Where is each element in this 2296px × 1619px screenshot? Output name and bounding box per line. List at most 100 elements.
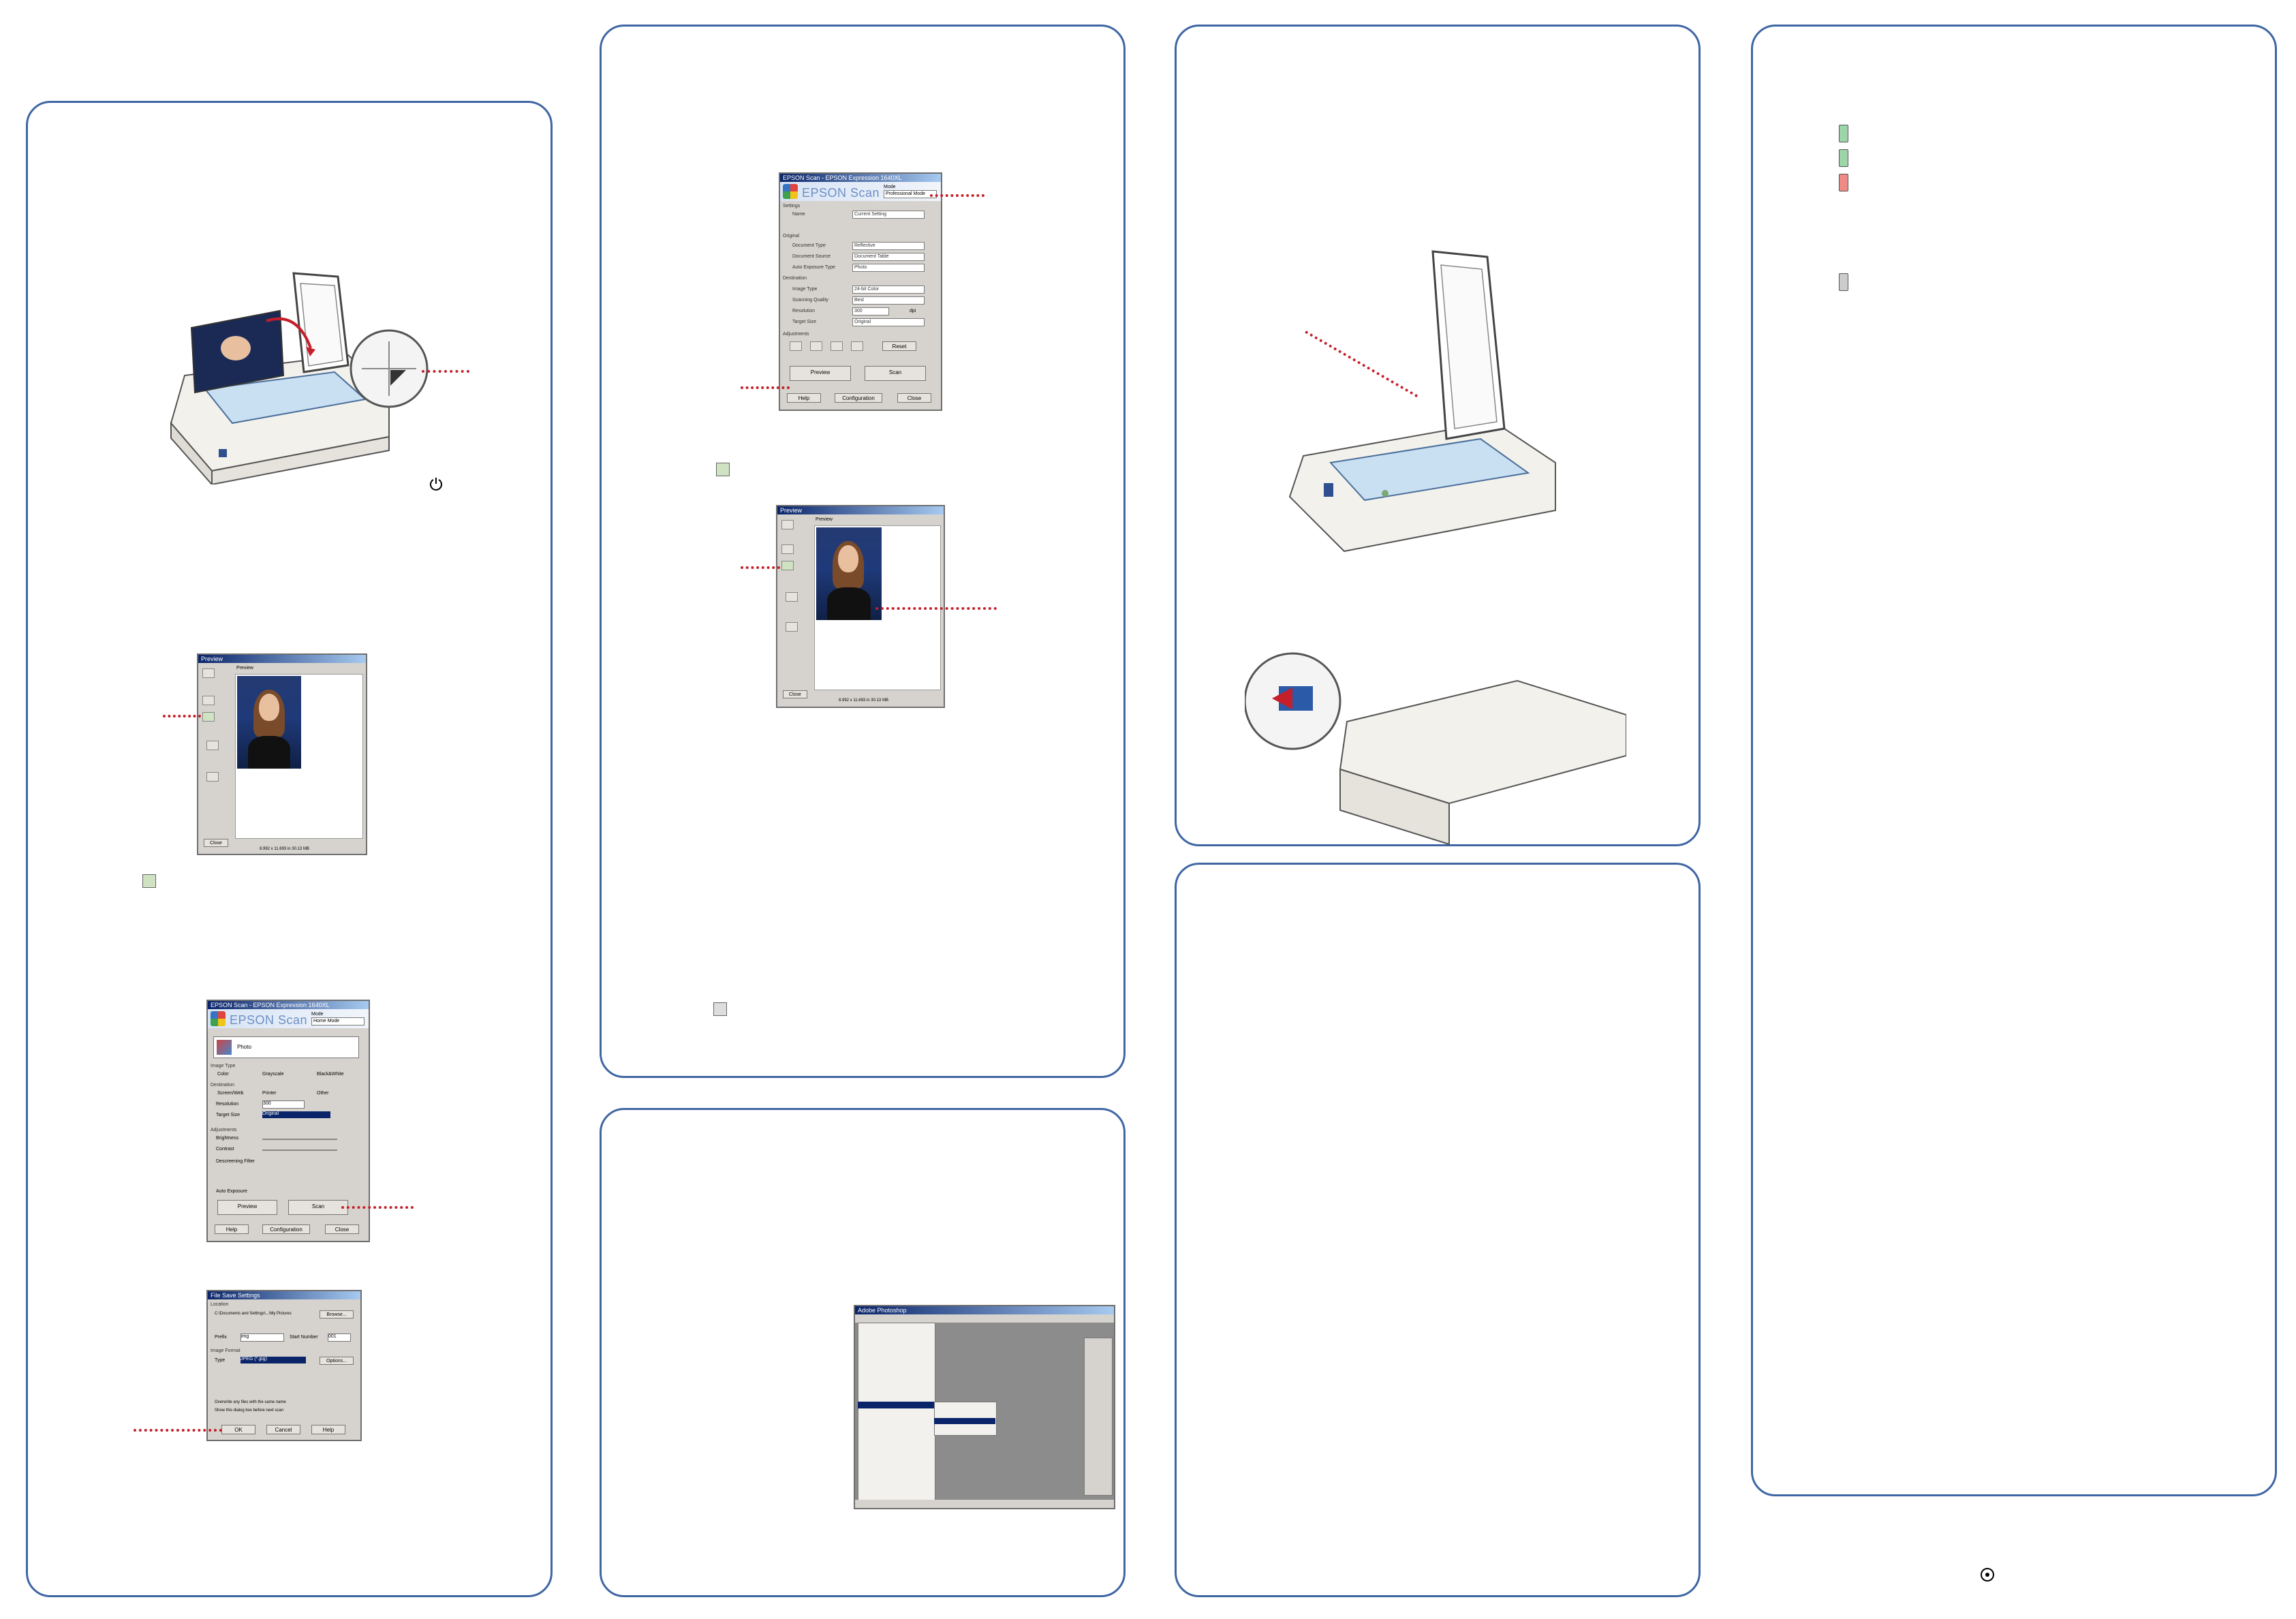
prefix-label: Prefix bbox=[215, 1335, 227, 1340]
color-palette-icon[interactable] bbox=[206, 772, 219, 782]
marquee-icon[interactable] bbox=[202, 696, 215, 705]
start-number-field[interactable]: 001 bbox=[328, 1333, 351, 1342]
document-type-box[interactable]: Photo bbox=[213, 1036, 359, 1058]
prefix-field[interactable]: img bbox=[241, 1333, 284, 1342]
leader-line bbox=[163, 715, 201, 718]
location-value: C:\Documents and Settings\...\My Picture… bbox=[215, 1312, 292, 1316]
scanning-quality-select[interactable]: Best bbox=[852, 296, 925, 305]
scan-button[interactable]: Scan bbox=[288, 1200, 348, 1215]
zoom-tool-icon[interactable] bbox=[202, 668, 215, 678]
epson-logo-icon bbox=[211, 1011, 226, 1026]
leader-line bbox=[134, 1429, 222, 1432]
file-menu[interactable] bbox=[858, 1323, 935, 1502]
scan-settings-icon[interactable] bbox=[786, 592, 798, 602]
scanner-open-lid-illustration bbox=[170, 272, 390, 484]
resolution-field[interactable]: 300 bbox=[852, 307, 889, 315]
histogram-icon[interactable] bbox=[790, 341, 802, 351]
ok-button[interactable]: OK bbox=[221, 1425, 255, 1434]
dpi-label: dpi bbox=[910, 309, 916, 313]
window-title: Adobe Photoshop bbox=[855, 1306, 1114, 1314]
mode-label: Mode bbox=[884, 185, 896, 189]
scan-button[interactable]: Scan bbox=[865, 366, 926, 381]
mode-select[interactable]: Professional Mode bbox=[884, 190, 937, 198]
auto-locate-icon bbox=[142, 874, 156, 888]
document-type-select[interactable]: Reflective bbox=[852, 242, 925, 250]
marquee-icon[interactable] bbox=[781, 544, 794, 554]
configuration-button[interactable]: Configuration bbox=[262, 1224, 310, 1234]
status-bar: 8.992 x 11.693 in 30.13 MB bbox=[839, 698, 888, 703]
tab-preview[interactable]: Preview bbox=[816, 517, 833, 522]
show-dialog-checkbox[interactable]: Show this dialog box before next scan bbox=[215, 1408, 284, 1413]
leader-line bbox=[875, 607, 997, 610]
tab-preview[interactable]: Preview bbox=[236, 666, 253, 670]
mode-select[interactable]: Home Mode bbox=[311, 1017, 364, 1026]
panel-3: Adobe Photoshop bbox=[600, 1108, 1126, 1597]
resolution-field[interactable]: 300 bbox=[262, 1100, 305, 1109]
preview-window: Preview Preview Close 8.992 x 11.693 in … bbox=[197, 653, 367, 855]
name-select[interactable]: Current Setting bbox=[852, 211, 925, 219]
auto-exposure-type-select[interactable]: Photo bbox=[852, 264, 925, 272]
reset-button[interactable]: Reset bbox=[882, 341, 916, 351]
target-size-label: Target Size bbox=[216, 1113, 241, 1117]
brightness-slider[interactable] bbox=[262, 1139, 337, 1140]
color-palette-icon[interactable] bbox=[786, 622, 798, 632]
close-button[interactable]: Close bbox=[204, 839, 228, 847]
browse-button[interactable]: Browse... bbox=[320, 1310, 354, 1319]
configuration-button[interactable]: Configuration bbox=[835, 393, 882, 403]
import-highlight[interactable] bbox=[858, 1402, 934, 1408]
resolution-label: Resolution bbox=[792, 309, 816, 313]
close-button[interactable]: Close bbox=[897, 393, 931, 403]
document-source-label: Document Source bbox=[792, 254, 831, 259]
scanner-open-lid-illustration bbox=[1288, 250, 1556, 553]
window-title: EPSON Scan - EPSON Expression 1640XL bbox=[780, 174, 941, 182]
file-save-dialog: File Save Settings Location C:\Documents… bbox=[206, 1290, 362, 1441]
help-button[interactable]: Help bbox=[215, 1224, 249, 1234]
registered-mark bbox=[1980, 1567, 1995, 1582]
target-size-select[interactable]: Original bbox=[852, 318, 925, 326]
adjustments-label: Adjustments bbox=[783, 332, 809, 337]
image-type-label: Image Type bbox=[211, 1064, 236, 1068]
mode-label: Mode bbox=[311, 1012, 324, 1017]
tone-correction-icon[interactable] bbox=[810, 341, 822, 351]
help-button[interactable]: Help bbox=[311, 1425, 345, 1434]
zoom-tool-icon[interactable] bbox=[781, 520, 794, 529]
printer-radio[interactable]: Printer bbox=[262, 1091, 277, 1096]
color-palette-icon[interactable] bbox=[851, 341, 863, 351]
leader-line bbox=[422, 370, 469, 373]
epson-scan-menu-item[interactable] bbox=[934, 1418, 995, 1424]
overwrite-checkbox[interactable]: Overwrite any files with the same name bbox=[215, 1400, 286, 1404]
other-radio[interactable]: Other bbox=[317, 1091, 329, 1096]
photo-icon bbox=[217, 1040, 232, 1055]
options-button[interactable]: Options... bbox=[320, 1357, 354, 1365]
image-type-select[interactable]: 24-bit Color bbox=[852, 286, 925, 294]
name-label: Name bbox=[792, 212, 805, 217]
color-radio[interactable]: Color bbox=[217, 1072, 229, 1077]
grayscale-radio[interactable]: Grayscale bbox=[262, 1072, 284, 1077]
contrast-slider[interactable] bbox=[262, 1150, 337, 1151]
screen-radio[interactable]: Screen/Web bbox=[217, 1091, 244, 1096]
preview-button[interactable]: Preview bbox=[217, 1200, 277, 1215]
bw-radio[interactable]: Black&White bbox=[317, 1072, 344, 1077]
auto-locate-icon[interactable] bbox=[202, 712, 215, 722]
descreening-checkbox[interactable]: Descreening Filter bbox=[216, 1159, 255, 1164]
photoshop-window: Adobe Photoshop bbox=[854, 1305, 1115, 1509]
auto-exposure-type-label: Auto Exposure Type bbox=[792, 265, 835, 270]
type-select[interactable]: JPEG (*.jpg) bbox=[241, 1357, 306, 1363]
close-button[interactable]: Close bbox=[783, 690, 807, 698]
close-button[interactable]: Close bbox=[325, 1224, 359, 1234]
target-size-select[interactable]: Original bbox=[262, 1111, 330, 1118]
epson-logo-icon bbox=[783, 184, 798, 199]
destination-label: Destination bbox=[783, 276, 807, 281]
auto-locate-icon[interactable] bbox=[781, 561, 794, 570]
image-adjust-icon[interactable] bbox=[831, 341, 843, 351]
leader-line bbox=[341, 1206, 414, 1209]
preview-button[interactable]: Preview bbox=[790, 366, 851, 381]
status-light-off-icon bbox=[1839, 273, 1848, 291]
preview-photo bbox=[237, 676, 301, 769]
cancel-button[interactable]: Cancel bbox=[266, 1425, 300, 1434]
window-title: File Save Settings bbox=[208, 1291, 360, 1299]
help-button[interactable]: Help bbox=[787, 393, 821, 403]
scan-settings-icon[interactable] bbox=[206, 741, 219, 750]
document-source-select[interactable]: Document Table bbox=[852, 253, 925, 261]
auto-exposure-checkbox[interactable]: Auto Exposure bbox=[216, 1189, 247, 1194]
